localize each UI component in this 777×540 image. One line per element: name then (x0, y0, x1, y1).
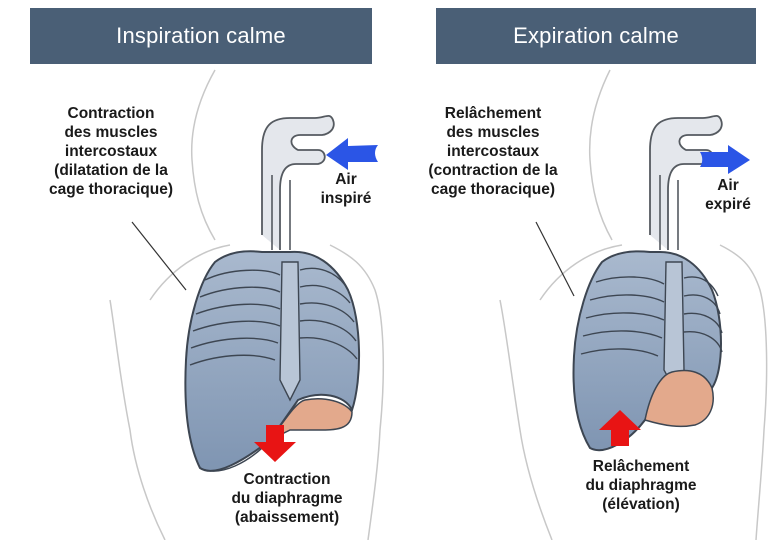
label-line: expiré (688, 195, 768, 214)
inspiration-air-label: Air inspiré (306, 170, 386, 208)
expiration-diaphragm-label: Relâchement du diaphragme (élévation) (566, 457, 716, 514)
label-line: des muscles (403, 123, 583, 142)
label-line: cage thoracique) (16, 180, 206, 199)
label-line: (contraction de la (403, 161, 583, 180)
expiration-muscles-label: Relâchement des muscles intercostaux (co… (403, 104, 583, 199)
label-line: Contraction (16, 104, 206, 123)
label-line: inspiré (306, 189, 386, 208)
label-line: cage thoracique) (403, 180, 583, 199)
label-line: intercostaux (403, 142, 583, 161)
sternum (280, 262, 300, 400)
label-line: du diaphragme (566, 476, 716, 495)
label-line: Relâchement (566, 457, 716, 476)
label-line: (abaissement) (212, 508, 362, 527)
muscles-leader (132, 222, 186, 290)
arrow-left-icon (326, 138, 378, 170)
label-line: (dilatation de la (16, 161, 206, 180)
expiration-air-label: Air expiré (688, 176, 768, 214)
inspiration-diaphragm-label: Contraction du diaphragme (abaissement) (212, 470, 362, 527)
label-line: Air (306, 170, 386, 189)
sternum (664, 262, 684, 388)
label-line: Relâchement (403, 104, 583, 123)
label-line: Contraction (212, 470, 362, 489)
inspiration-muscles-label: Contraction des muscles intercostaux (di… (16, 104, 206, 199)
label-line: Air (688, 176, 768, 195)
label-line: (élévation) (566, 495, 716, 514)
label-line: du diaphragme (212, 489, 362, 508)
label-line: intercostaux (16, 142, 206, 161)
muscles-leader (536, 222, 574, 296)
label-line: des muscles (16, 123, 206, 142)
